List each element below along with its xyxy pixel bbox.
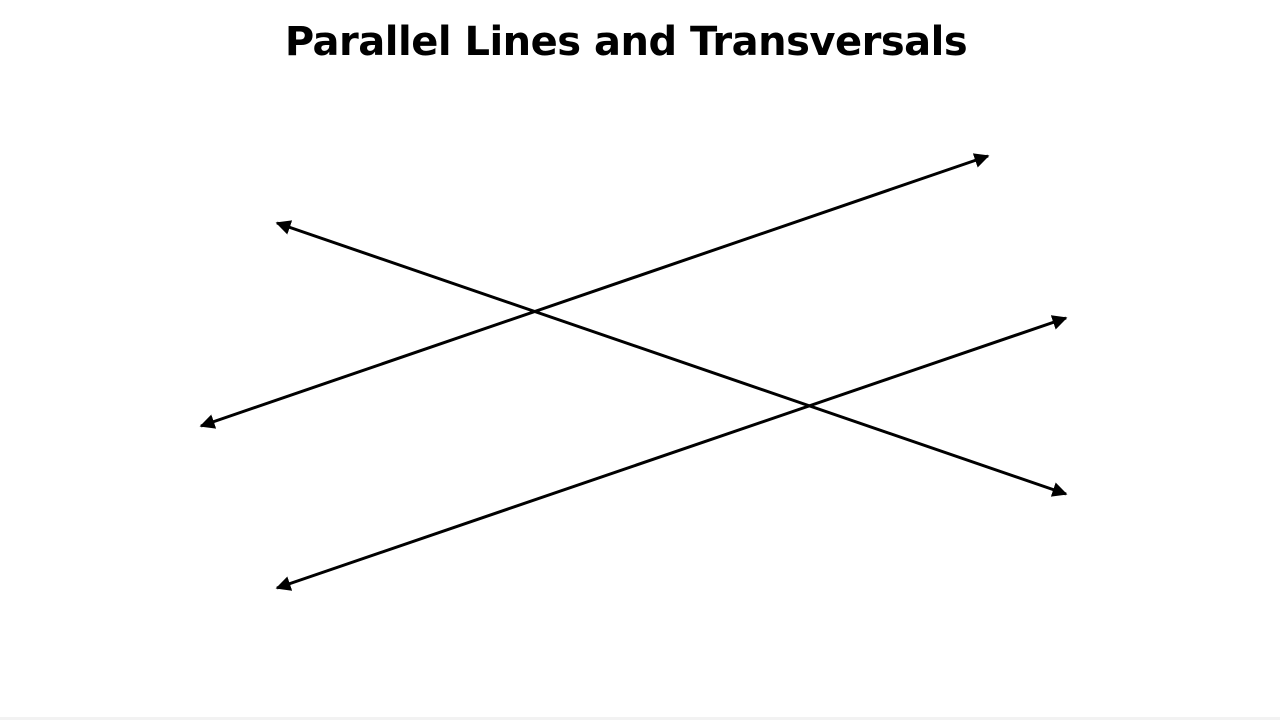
bottom-strip bbox=[0, 717, 1280, 720]
transversal-line bbox=[275, 220, 1068, 497]
slide-title: Parallel Lines and Transversals bbox=[284, 19, 968, 65]
